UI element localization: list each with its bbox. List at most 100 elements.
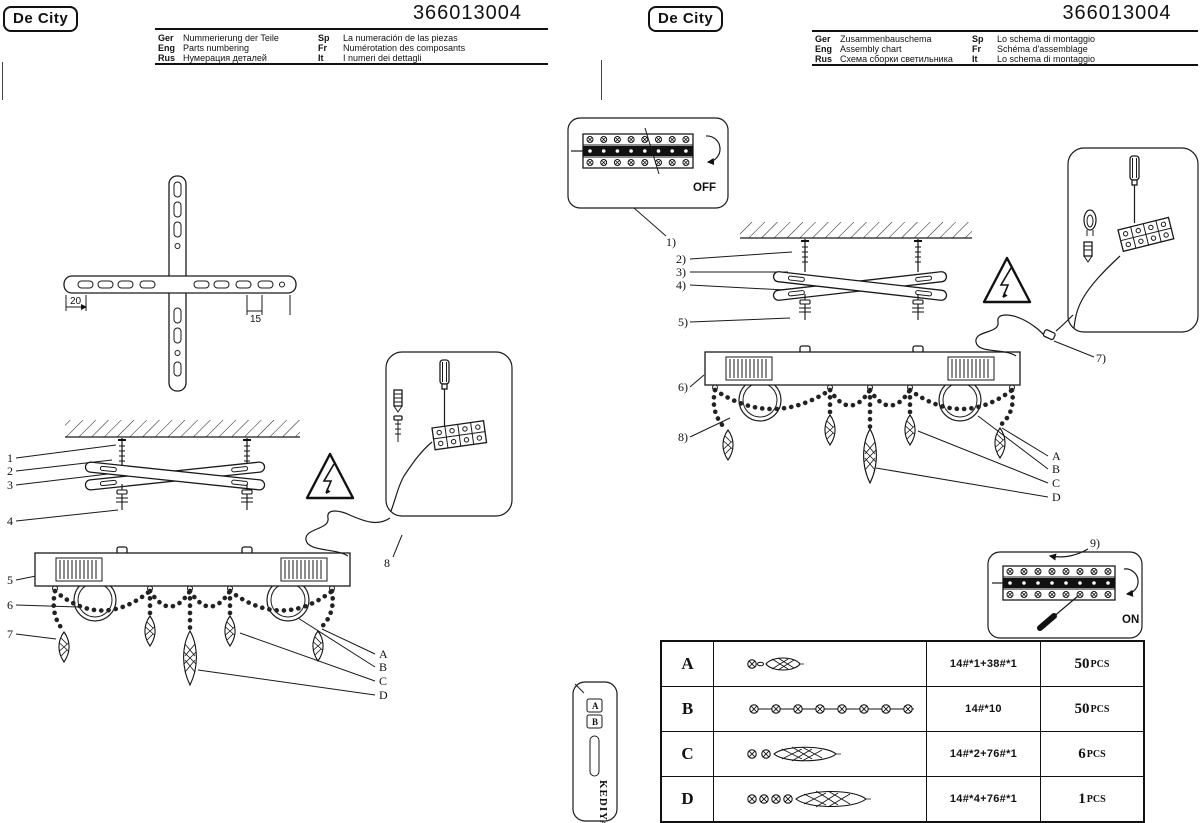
right-part-labels: A B C D: [875, 415, 1061, 504]
detail-wire: [390, 441, 433, 512]
screwdriver-icon: [439, 359, 450, 429]
callout-7: 7: [7, 627, 13, 641]
screwdriver-icon: [1129, 155, 1140, 223]
wire-connector: [1042, 329, 1056, 341]
part-id: C: [662, 732, 714, 776]
callout-3: 3: [7, 478, 13, 492]
brand-logo-text: De City: [13, 10, 69, 27]
terminal-strip: [571, 127, 694, 175]
step-1: 1): [666, 235, 676, 249]
bulb-icon: [1083, 209, 1097, 236]
part-spec: 14#*4+76#*1: [926, 777, 1041, 821]
remote-button-b: [586, 714, 603, 729]
lang-code: Eng: [158, 43, 175, 53]
lang-text: I numeri dei dettagli: [343, 53, 422, 63]
chain-hooks: [52, 585, 335, 592]
right-chandelier: [704, 345, 1021, 422]
assembly-step-callouts: 1) 2) 3) 4) 5) 6) 8) 7) 9): [666, 235, 1106, 561]
crystal-pendant-a-icon: [747, 657, 804, 671]
callout-6: 6: [7, 598, 13, 612]
off-label: OFF: [693, 182, 716, 194]
part-id: A: [662, 642, 714, 686]
lang-row: It I numeri dei dettagli: [318, 53, 465, 63]
left-ceiling: [65, 420, 300, 438]
dimension-15: 15: [250, 314, 262, 325]
left-power-wire: 8: [305, 510, 403, 570]
right-power-wire: [975, 314, 1074, 357]
lang-code: Ger: [815, 34, 831, 44]
step-3: 3): [676, 265, 686, 279]
terminal-strip: [992, 565, 1116, 601]
lang-text: Схема сборки светильника: [840, 54, 953, 64]
part-spec: 14#*10: [926, 687, 1041, 731]
callout-2: 2: [7, 464, 13, 478]
brand-logo-left: De City: [3, 6, 79, 32]
header-rule: [155, 63, 548, 65]
remote-control: A B KEDIYA: [572, 681, 618, 823]
bead-chain-icon: [749, 704, 914, 714]
label-B: B: [1052, 462, 1060, 476]
part-id: D: [662, 777, 714, 821]
crystal-pendant-d-icon: [747, 790, 871, 808]
left-wiring-detail-bubble: [385, 351, 513, 517]
callout-5: 5: [7, 573, 13, 587]
mounting-bracket-top-view: 20 15: [63, 175, 297, 392]
lang-text: Lo schema di montaggio: [997, 34, 1096, 44]
lang-text: La numeración de las piezas: [343, 33, 458, 43]
step-6: 6): [678, 380, 688, 394]
brand-logo-right: De City: [648, 6, 724, 32]
part-icon-cell: [714, 732, 926, 776]
lang-text: Numérotation des composants: [343, 43, 466, 53]
step-9: 9): [1090, 536, 1100, 550]
label-C: C: [1052, 476, 1060, 490]
left-part-labels: A B C D: [197, 617, 388, 702]
label-C: C: [379, 674, 387, 688]
lang-code: It: [318, 53, 324, 63]
on-switch-inset: ON: [987, 551, 1143, 639]
right-bead-chains: [711, 387, 1015, 432]
model-number-left: 366013004: [412, 2, 523, 24]
part-spec: 14#*2+76#*1: [926, 732, 1041, 776]
callout-8: 8: [384, 556, 390, 570]
part-icon-cell: [714, 687, 926, 731]
label-B: B: [379, 660, 387, 674]
on-label: ON: [1122, 614, 1139, 626]
step-2: 2): [676, 252, 686, 266]
dimension-20: 20: [70, 296, 82, 307]
small-screwdriver-icon: [1037, 595, 1079, 631]
remote-button-a: [586, 698, 603, 713]
bracket-dimensions: 20 15: [65, 295, 291, 325]
lang-code: Fr: [318, 43, 327, 53]
terminal-block-icon: [431, 420, 488, 451]
lang-code: Sp: [318, 33, 330, 43]
callout-4: 4: [7, 514, 13, 528]
step-8: 8): [678, 430, 688, 444]
lang-text: Schéma d'assemblage: [997, 44, 1088, 54]
left-cross-arms: [84, 461, 266, 511]
lang-text: Parts numbering: [183, 43, 250, 53]
vent-grille: [55, 557, 328, 582]
lang-code: Fr: [972, 44, 981, 54]
remote-button-a-label: A: [592, 701, 599, 711]
mounting-screw-icon: [393, 415, 403, 442]
lang-text: Lo schema di montaggio: [997, 54, 1096, 64]
terminal-block-icon: [1117, 216, 1175, 253]
label-A: A: [379, 647, 388, 661]
lang-code: It: [972, 54, 978, 64]
lang-row: Sp La numeración de las piezas: [318, 33, 465, 43]
label-A: A: [1052, 449, 1061, 463]
page-divider-mark: [601, 60, 602, 100]
lang-row: It Lo schema di montaggio: [972, 54, 1095, 64]
lang-row: Fr Numérotation des composants: [318, 43, 465, 53]
header-rule: [812, 30, 1198, 32]
crystal-pendant-c-icon: [747, 746, 841, 762]
